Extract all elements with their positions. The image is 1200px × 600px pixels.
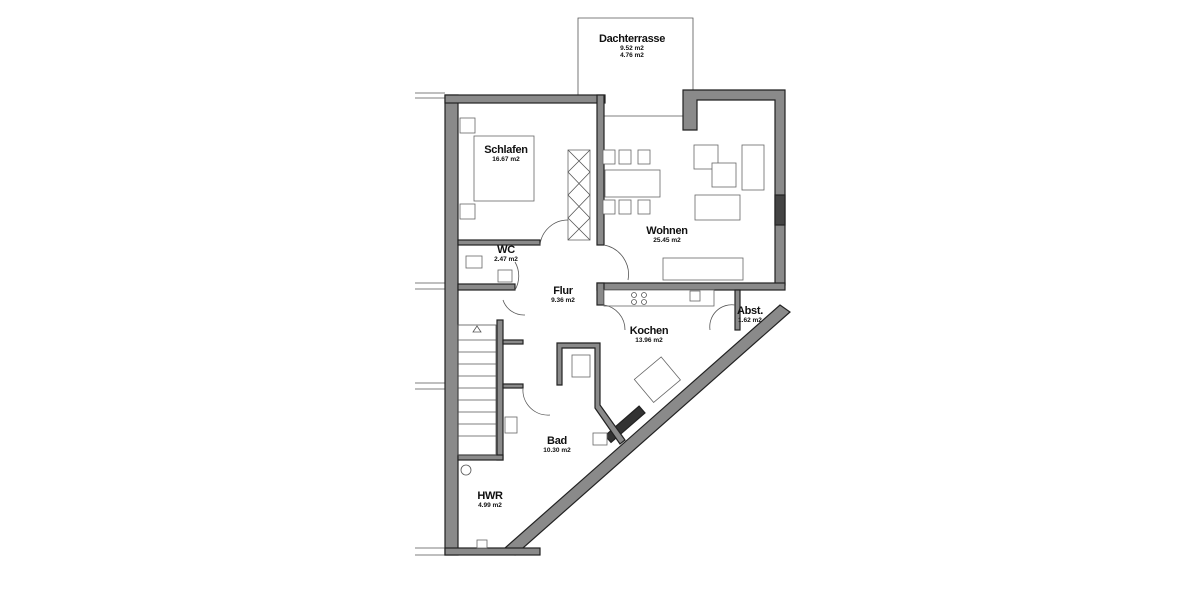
room-area: 13.96 m2 (635, 337, 663, 344)
room-name: Flur (553, 285, 573, 297)
kitchen-table (633, 356, 681, 403)
room-area: 4.76 m2 (620, 52, 644, 59)
room-area: 25.45 m2 (653, 237, 681, 244)
room-name: WC (497, 244, 515, 256)
room-area: 9.36 m2 (551, 297, 575, 304)
room-label-dachterrasse: Dachterrasse 9.52 m2 4.76 m2 (599, 33, 665, 59)
room-area: 16.67 m2 (492, 156, 520, 163)
sink (497, 269, 513, 283)
room-name: Dachterrasse (598, 33, 666, 45)
room-name: Kochen (629, 325, 669, 337)
room-name: Abst. (736, 305, 764, 317)
walls (444, 89, 791, 556)
roof-terrace-outline (577, 17, 694, 117)
sofa (694, 194, 741, 221)
bath-sink (504, 416, 518, 434)
room-area: 2.47 m2 (494, 256, 518, 263)
room-label-bad: Bad 10.30 m2 (543, 435, 570, 454)
room-area: 1.62 m2 (738, 317, 762, 324)
room-label-kochen: Kochen 13.96 m2 (630, 325, 669, 344)
toilet (592, 432, 608, 446)
room-area: 9.52 m2 (620, 45, 644, 52)
room-label-schlafen: Schlafen 16.67 m2 (484, 144, 528, 163)
bed (473, 135, 535, 202)
room-area: 4.99 m2 (478, 502, 502, 509)
room-label-hwr: HWR 4.99 m2 (477, 490, 503, 509)
room-area: 10.30 m2 (543, 447, 571, 454)
door-swings (502, 219, 736, 416)
staircase (457, 324, 497, 456)
room-label-flur: Flur 9.36 m2 (551, 285, 575, 304)
furniture (459, 117, 765, 549)
washing-machine (460, 464, 472, 476)
shower (571, 354, 591, 378)
chimney (476, 539, 488, 549)
room-name: Wohnen (646, 225, 688, 237)
room-name: Schlafen (484, 144, 528, 156)
wardrobe (567, 149, 591, 241)
sideboard (662, 257, 744, 281)
room-name: HWR (477, 490, 503, 502)
dining-table (604, 169, 661, 198)
sofa (741, 144, 765, 191)
room-label-abst: Abst. 1.62 m2 (737, 305, 763, 324)
room-name: Bad (547, 435, 567, 447)
room-label-wohnen: Wohnen 25.45 m2 (646, 225, 688, 244)
toilet (465, 255, 483, 269)
room-label-wc: WC 2.47 m2 (494, 244, 518, 263)
